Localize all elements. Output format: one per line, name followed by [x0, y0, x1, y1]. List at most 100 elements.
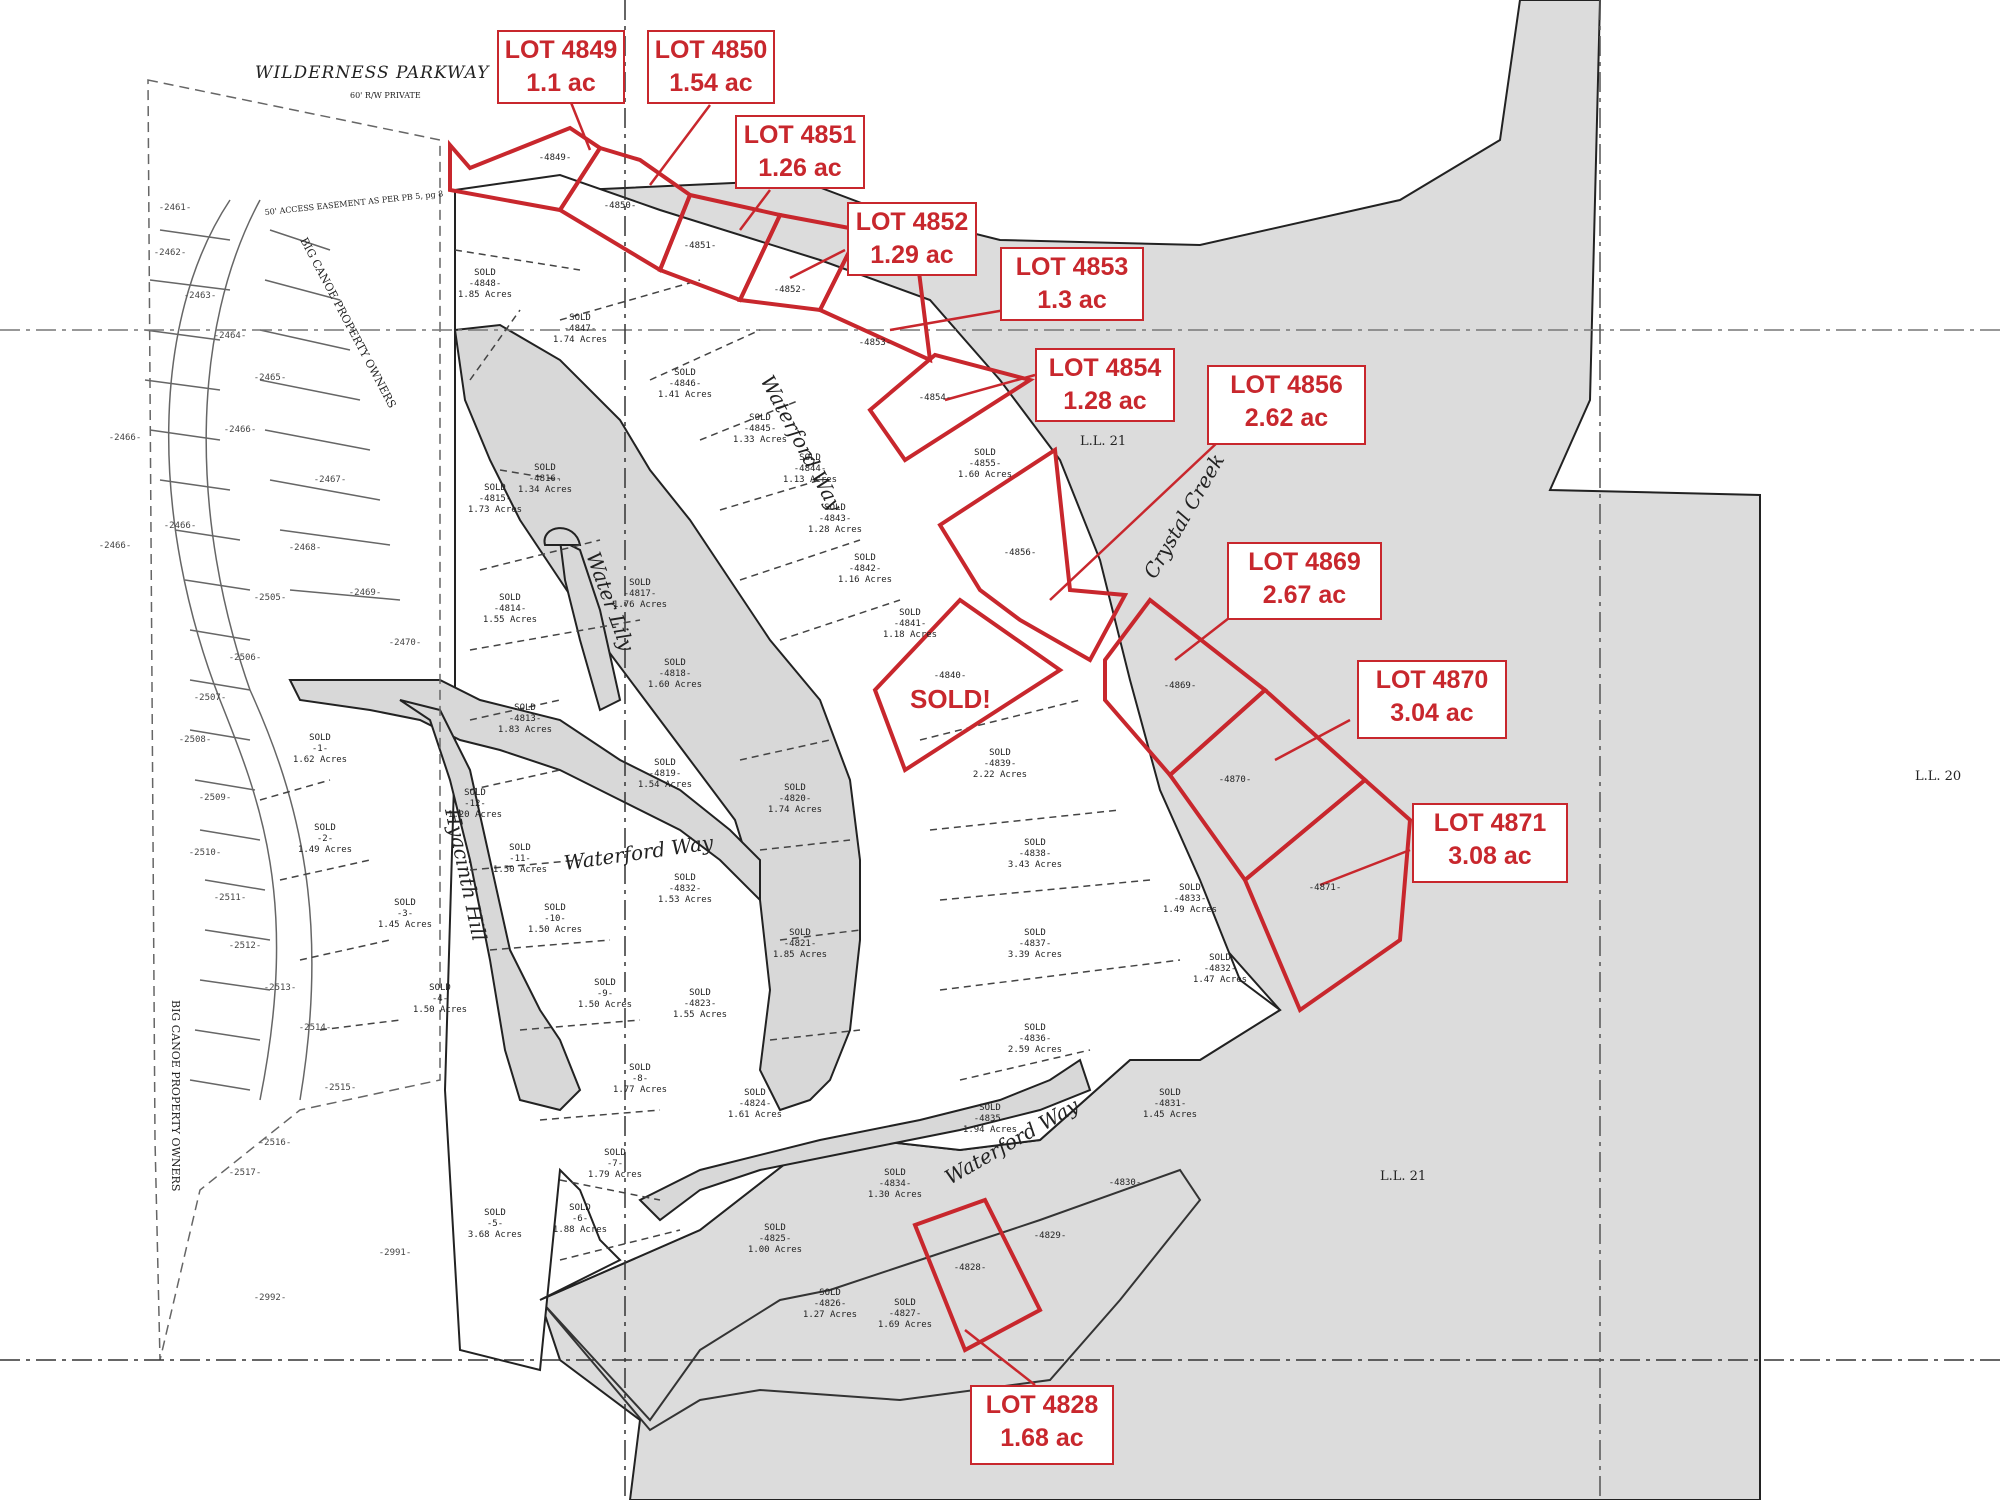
parcel-label: SOLD-2-1.49 Acres — [298, 823, 352, 855]
neighbor-lot-label: -2466- — [224, 425, 257, 435]
parcel-label: SOLD-4835-1.94 Acres — [963, 1103, 1017, 1135]
parcel-label: SOLD-8-1.77 Acres — [613, 1063, 667, 1095]
parcel-label: SOLD-4815-1.73 Acres — [468, 483, 522, 515]
callout-lot-4828-id: LOT 4828 — [985, 1391, 1099, 1419]
callout-lot-4854-size: 1.28 ac — [1063, 387, 1147, 415]
neighbor-lot-label: -2508- — [179, 735, 212, 745]
neighbor-lot-label: -2517- — [229, 1168, 262, 1178]
neighbor-lot-label: -2464- — [214, 331, 247, 341]
parcel-label: SOLD-4841-1.18 Acres — [883, 608, 937, 640]
callout-lot-4871: LOT 4871 3.08 ac — [1412, 803, 1568, 883]
callout-lot-4850: LOT 4850 1.54 ac — [647, 30, 775, 104]
callout-lot-4828: LOT 4828 1.68 ac — [970, 1385, 1114, 1465]
parcel-label: SOLD-4825-1.00 Acres — [748, 1223, 802, 1255]
callout-lot-4849-size: 1.1 ac — [526, 69, 596, 97]
road-network — [288, 323, 1092, 1222]
parcel-label: SOLD-4844-1.13 Acres — [783, 453, 837, 485]
callout-lot-4869-id: LOT 4869 — [1248, 548, 1361, 576]
parcel-label: SOLD-4848-1.85 Acres — [458, 268, 512, 300]
parcel-label: SOLD-4855-1.60 Acres — [958, 448, 1012, 480]
parcel-label: SOLD-4824-1.61 Acres — [728, 1088, 782, 1120]
parcel-label: SOLD-4831-1.45 Acres — [1143, 1088, 1197, 1120]
callout-lot-4871-id: LOT 4871 — [1433, 809, 1547, 837]
parcel-label: SOLD-9-1.50 Acres — [578, 978, 632, 1010]
neighbor-lot-label: -2463- — [184, 291, 217, 301]
lot-number-label: -4830- — [1109, 1178, 1142, 1188]
callout-lot-4853-id: LOT 4853 — [1015, 253, 1129, 281]
callout-lot-4851: LOT 4851 1.26 ac — [735, 115, 865, 189]
parcel-label: SOLD-4838-3.43 Acres — [1008, 838, 1062, 870]
neighbor-lot-label: -2467- — [314, 475, 347, 485]
neighbor-lot-label: -2515- — [324, 1083, 357, 1093]
parcel-label: SOLD-4816-1.34 Acres — [518, 463, 572, 495]
parcel-label: SOLD-4823-1.55 Acres — [673, 988, 727, 1020]
callout-lot-4853-size: 1.3 ac — [1037, 286, 1107, 314]
lot-number-label: -4828- — [954, 1263, 987, 1273]
neighbor-lot-label: -2514- — [299, 1023, 332, 1033]
parcel-label: SOLD-4842-1.16 Acres — [838, 553, 892, 585]
sold-label-4840: SOLD! — [910, 684, 991, 714]
parcel-label: SOLD-4-1.50 Acres — [413, 983, 467, 1015]
lot-number-label: -4849- — [539, 153, 572, 163]
lot-number-label: -4869- — [1164, 681, 1197, 691]
parcel-label: SOLD-6-1.88 Acres — [553, 1203, 607, 1235]
parcel-label: SOLD-4821-1.85 Acres — [773, 928, 827, 960]
neighbor-lot-label: -2510- — [189, 848, 222, 858]
callout-lot-4851-id: LOT 4851 — [743, 121, 857, 149]
lot-number-label: -4840- — [934, 671, 967, 681]
plain-lot-labels: -4849--4850--4851--4852--4853--4854--485… — [539, 153, 1342, 1273]
neighbor-lot-label: -2465- — [254, 373, 287, 383]
neighbor-lot-label: -2506- — [229, 653, 262, 663]
callout-lot-4853: LOT 4853 1.3 ac — [1000, 247, 1144, 321]
parcel-label: SOLD-4832-1.47 Acres — [1193, 953, 1247, 985]
lot-number-label: -4856- — [1004, 548, 1037, 558]
land-lot-21-bottom: L.L. 21 — [1380, 1169, 1426, 1184]
parcel-label: SOLD-4818-1.60 Acres — [648, 658, 702, 690]
parcel-label: SOLD-4839-2.22 Acres — [973, 748, 1027, 780]
neighbor-lot-label: -2513- — [264, 983, 297, 993]
parcel-label: SOLD-4845-1.33 Acres — [733, 413, 787, 445]
road-label-wilderness-sub: 60' R/W PRIVATE — [350, 91, 421, 100]
callout-lot-4851-size: 1.26 ac — [758, 154, 842, 182]
parcel-label: SOLD-5-3.68 Acres — [468, 1208, 522, 1240]
parcel-lines — [259, 249, 1181, 1261]
parcel-label: SOLD-7-1.79 Acres — [588, 1148, 642, 1180]
parcel-label: SOLD-4827-1.69 Acres — [878, 1298, 932, 1330]
road-label-wilderness: WILDERNESS PARKWAY — [255, 63, 490, 83]
callout-lot-4850-id: LOT 4850 — [654, 36, 768, 64]
neighbor-lot-label: -2466- — [164, 521, 197, 531]
neighbor-lot-label: -2462- — [154, 248, 187, 258]
callout-lot-4871-size: 3.08 ac — [1448, 842, 1532, 870]
neighbor-lot-labels: -2461--2462--2463--2464--2465--2466--246… — [99, 203, 422, 1303]
parcel-label: SOLD-4813-1.83 Acres — [498, 703, 552, 735]
callout-lot-4870-id: LOT 4870 — [1375, 666, 1489, 694]
lot-outline-4856 — [937, 446, 1129, 663]
neighbor-lot-label: -2466- — [99, 541, 132, 551]
callout-arrows — [568, 99, 1411, 1386]
parcel-label: SOLD-4820-1.74 Acres — [768, 783, 822, 815]
callout-lot-4854: LOT 4854 1.28 ac — [1035, 348, 1175, 422]
parcel-label: SOLD-12-1.20 Acres — [448, 788, 502, 820]
callout-lot-4870-size: 3.04 ac — [1390, 699, 1474, 727]
lot-outline-4854 — [867, 352, 1035, 463]
neighbor-lot-label: -2511- — [214, 893, 247, 903]
callout-lot-4852: LOT 4852 1.29 ac — [847, 202, 977, 276]
callout-lot-4856: LOT 4856 2.62 ac — [1207, 365, 1366, 445]
lot-outline-4828 — [912, 1197, 1043, 1353]
neighbor-lot-label: -2991- — [379, 1248, 412, 1258]
callout-lot-4850-size: 1.54 ac — [669, 69, 753, 97]
neighbor-lot-label: -2992- — [254, 1293, 287, 1303]
parcel-label: SOLD-4846-1.41 Acres — [658, 368, 712, 400]
neighbor-lot-label: -2505- — [254, 593, 287, 603]
parcel-label: SOLD-3-1.45 Acres — [378, 898, 432, 930]
lot-number-label: -4854- — [919, 393, 952, 403]
parcel-label: SOLD-4837-3.39 Acres — [1008, 928, 1062, 960]
callout-lot-4828-size: 1.68 ac — [1000, 1424, 1084, 1452]
neighbor-lot-label: -2466- — [109, 433, 142, 443]
easement-label: 50' ACCESS EASEMENT AS PER PB 5, pg 8 — [264, 189, 443, 217]
parcel-label: SOLD-4817-1.76 Acres — [613, 578, 667, 610]
parcel-label: SOLD-4826-1.27 Acres — [803, 1288, 857, 1320]
